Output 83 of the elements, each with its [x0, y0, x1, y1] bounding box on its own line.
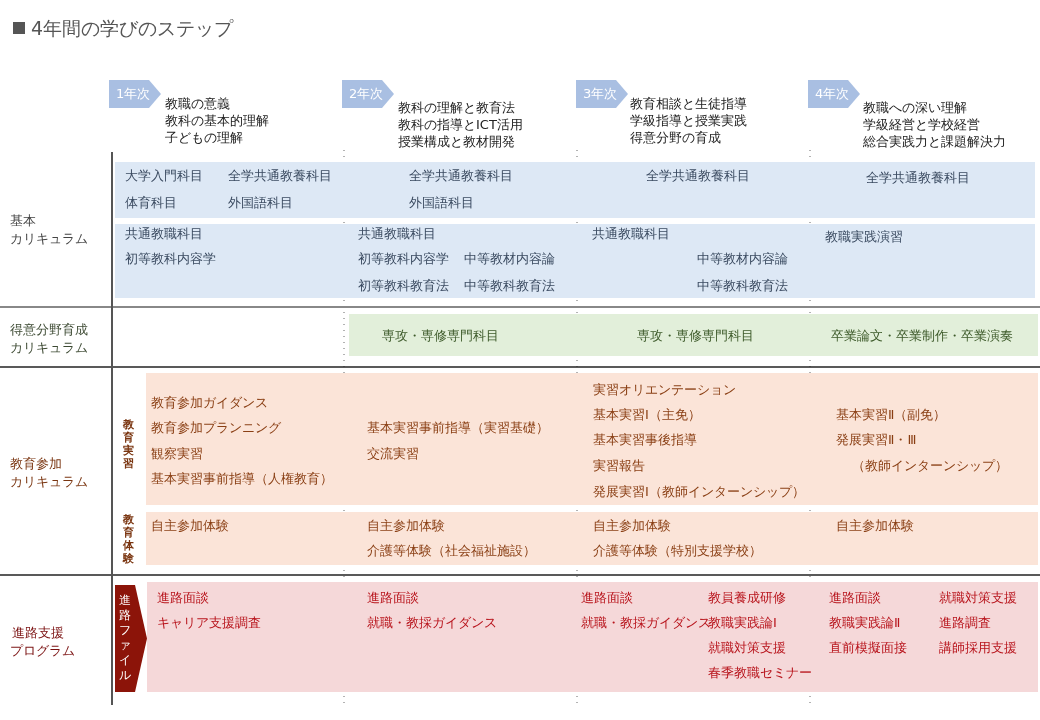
course-name: 発展実習Ⅱ・Ⅲ — [836, 432, 917, 448]
course-name: 交流実習 — [367, 446, 419, 462]
course-name: 進路面談 — [829, 590, 881, 606]
year-arrow-tab: 4年次 — [808, 80, 860, 108]
row-heading: 教育参加 — [10, 456, 62, 472]
course-name: 教職実践論Ⅰ — [708, 615, 777, 631]
course-name: 基本実習Ⅰ（主免） — [593, 407, 701, 423]
course-name: 外国語科目 — [409, 195, 474, 211]
year-goal-text: 教職への深い理解 学級経営と学校経営 総合実践力と課題解決力 — [863, 99, 1006, 150]
vertical-side-label: 教育実習 — [123, 418, 135, 470]
course-name: 専攻・専修専門科目 — [637, 328, 754, 344]
year-arrow-tab: 2年次 — [342, 80, 394, 108]
year-arrow-tab: 1年次 — [109, 80, 161, 108]
curriculum-band — [146, 373, 1038, 505]
course-name: 進路面談 — [157, 590, 209, 606]
year-goal-text: 教育相談と生徒指導 学級指導と授業実践 得意分野の育成 — [630, 95, 747, 146]
course-name: キャリア支援調査 — [157, 615, 261, 631]
course-name: 春季教職セミナー — [708, 665, 812, 681]
row-heading: 得意分野育成 — [10, 322, 88, 338]
course-name: 中等教科教育法 — [697, 278, 788, 294]
page-title: 4年間の学びのステップ — [31, 16, 234, 41]
course-name: 外国語科目 — [228, 195, 293, 211]
course-name: 全学共通教養科目 — [228, 168, 332, 184]
vertical-side-label: 教育体験 — [123, 513, 135, 565]
course-name: 発展実習Ⅰ（教師インターンシップ） — [593, 484, 805, 500]
row-heading: 進路支援 — [12, 625, 64, 641]
year-goal-text: 教職の意義 教科の基本的理解 子どもの理解 — [165, 95, 269, 146]
curriculum-band — [147, 582, 1038, 692]
year-arrow-tab: 3年次 — [576, 80, 628, 108]
course-name: 初等教科内容学 — [358, 251, 449, 267]
course-name: 大学入門科目 — [125, 168, 203, 184]
course-name: 進路調査 — [939, 615, 991, 631]
course-name: 進路面談 — [367, 590, 419, 606]
row-heading: カリキュラム — [10, 231, 88, 247]
course-name: 全学共通教養科目 — [646, 168, 750, 184]
course-name: 卒業論文・卒業制作・卒業演奏 — [831, 328, 1013, 344]
course-name: 就職対策支援 — [939, 590, 1017, 606]
course-name: 基本実習事前指導（人権教育） — [151, 471, 333, 487]
course-name: （教師インターンシップ） — [852, 458, 1008, 474]
course-name: 自主参加体験 — [367, 518, 445, 534]
course-name: 自主参加体験 — [151, 518, 229, 534]
course-name: 初等教科教育法 — [358, 278, 449, 294]
curriculum-band — [115, 162, 1035, 218]
course-name: 教職実践論Ⅱ — [829, 615, 901, 631]
course-name: 中等教材内容論 — [464, 251, 555, 267]
curriculum-band — [115, 224, 1035, 298]
course-name: 全学共通教養科目 — [866, 170, 970, 186]
curriculum-band — [349, 314, 1038, 356]
course-name: 就職対策支援 — [708, 640, 786, 656]
course-name: 就職・教採ガイダンス — [367, 615, 497, 631]
course-name: 共通教職科目 — [125, 226, 203, 242]
course-name: 教員養成研修 — [708, 590, 786, 606]
row-heading: カリキュラム — [10, 340, 88, 356]
course-name: 自主参加体験 — [593, 518, 671, 534]
course-name: 教育参加プランニング — [151, 420, 281, 436]
course-name: 自主参加体験 — [836, 518, 914, 534]
course-name: 基本実習事後指導 — [593, 432, 697, 448]
row-heading: カリキュラム — [10, 474, 88, 490]
course-name: 実習報告 — [593, 458, 645, 474]
course-name: 中等教科教育法 — [464, 278, 555, 294]
course-name: 初等教科内容学 — [125, 251, 216, 267]
course-name: 基本実習事前指導（実習基礎） — [367, 420, 549, 436]
row-heading: プログラム — [10, 643, 75, 659]
course-name: 基本実習Ⅱ（副免） — [836, 407, 947, 423]
course-name: 直前模擬面接 — [829, 640, 907, 656]
course-name: 共通教職科目 — [358, 226, 436, 242]
course-name: 介護等体験（社会福祉施設） — [367, 543, 536, 559]
course-name: 共通教職科目 — [592, 226, 670, 242]
course-name: 講師採用支援 — [939, 640, 1017, 656]
course-name: 体育科目 — [125, 195, 177, 211]
year-goal-text: 教科の理解と教育法 教科の指導とICT活用 授業構成と教材開発 — [398, 99, 523, 150]
curriculum-band — [146, 512, 1038, 565]
row-heading: 基本 — [10, 213, 36, 229]
course-name: 実習オリエンテーション — [593, 382, 736, 398]
course-name: 観察実習 — [151, 446, 203, 462]
course-name: 専攻・専修専門科目 — [382, 328, 499, 344]
course-name: 中等教材内容論 — [697, 251, 788, 267]
course-name: 教育参加ガイダンス — [151, 395, 268, 411]
course-name: 介護等体験（特別支援学校） — [593, 543, 762, 559]
course-name: 進路面談 — [581, 590, 633, 606]
course-name: 教職実践演習 — [825, 229, 903, 245]
file-arrow-tab: 進路ファイル — [115, 585, 147, 692]
course-name: 全学共通教養科目 — [409, 168, 513, 184]
